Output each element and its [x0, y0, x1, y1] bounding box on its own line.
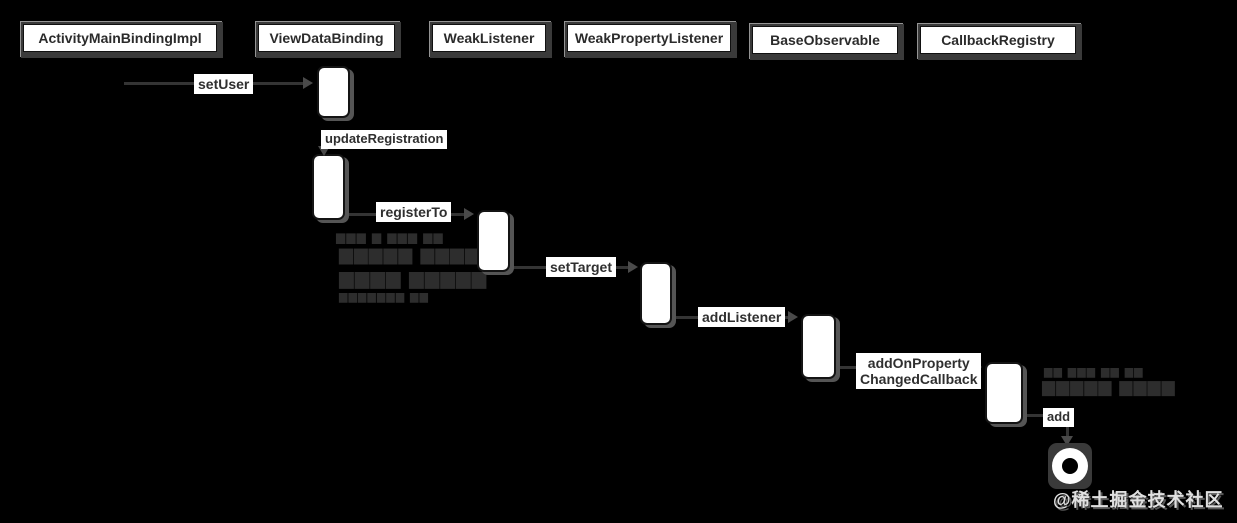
message-label-addonpropertychangedcallback: addOnProperty ChangedCallback	[856, 353, 982, 390]
activation-weaklistener	[477, 210, 510, 272]
actor-weak-listener: WeakListener	[430, 22, 552, 58]
actor-base-observable: BaseObservable	[750, 24, 904, 60]
illegible-note-line: ▆▆▆▆▆▆▆ ▆▆	[339, 290, 429, 303]
activation-viewdatabinding-updateregistration	[312, 154, 345, 220]
illegible-note-line: ▆▆▆▆ ▆▆▆▆▆	[339, 267, 488, 289]
arrowhead-registerto-icon	[464, 208, 474, 220]
actor-label: ActivityMainBindingImpl	[23, 24, 217, 52]
activation-baseobservable	[801, 314, 836, 379]
message-label-add: add	[1043, 408, 1075, 427]
arrow-add-vertical	[1066, 416, 1069, 440]
actor-label: WeakListener	[432, 24, 546, 52]
arrowhead-setuser-icon	[303, 77, 313, 89]
message-label-addlistener: addListener	[698, 307, 786, 328]
arrowhead-add-icon	[1061, 436, 1073, 446]
actor-activity-main-binding-impl: ActivityMainBindingImpl	[21, 22, 223, 58]
actor-label: BaseObservable	[752, 26, 898, 54]
arrowhead-updateregistration-icon	[318, 146, 330, 156]
activation-viewdatabinding-setuser	[317, 66, 350, 118]
activation-weakpropertylistener	[640, 262, 672, 325]
actor-label: ViewDataBinding	[258, 24, 395, 52]
actor-label: CallbackRegistry	[920, 26, 1076, 54]
illegible-note-line: ▆▆▆▆▆ ▆▆▆▆▆	[339, 244, 495, 265]
arrowhead-addlistener-icon	[788, 311, 798, 323]
message-label-line2: ChangedCallback	[860, 371, 978, 388]
message-label-setuser: setUser	[194, 74, 254, 95]
illegible-note-line: ▆▆▆▆▆ ▆▆▆▆	[1042, 377, 1176, 397]
actor-label: WeakPropertyListener	[567, 24, 731, 52]
arrowhead-settarget-icon	[628, 261, 638, 273]
message-label-settarget: setTarget	[546, 257, 616, 278]
end-circle-ring-icon	[1052, 448, 1088, 484]
illegible-note-line: ▆▆ ▆▆▆ ▆▆ ▆▆	[1044, 365, 1144, 378]
message-label-registerto: registerTo	[376, 202, 452, 223]
end-circle	[1048, 443, 1092, 489]
end-circle-hole-icon	[1062, 458, 1078, 474]
watermark: @稀土掘金技术社区	[1053, 490, 1224, 510]
actor-callback-registry: CallbackRegistry	[918, 24, 1082, 60]
illegible-note-line: ▆▆▆ ▆ ▆▆▆ ▆▆	[336, 230, 444, 244]
actor-view-data-binding: ViewDataBinding	[256, 22, 401, 58]
message-label-updateregistration: updateRegistration	[321, 130, 448, 149]
message-label-line1: addOnProperty	[867, 355, 970, 371]
actor-weak-property-listener: WeakPropertyListener	[565, 22, 737, 58]
activation-callbackregistry	[985, 362, 1023, 424]
